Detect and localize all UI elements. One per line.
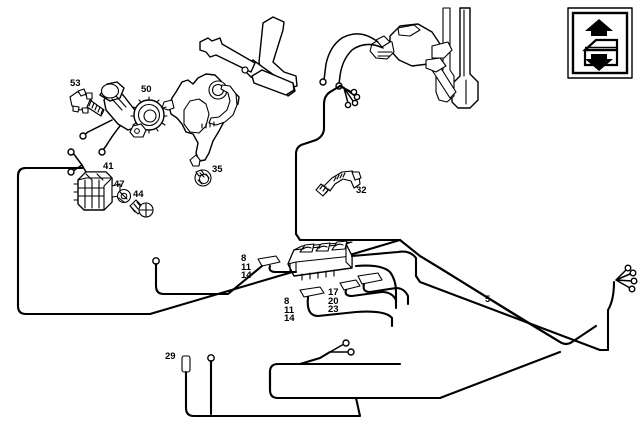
callout-29: 29	[165, 351, 176, 362]
seat-bracket-assembly	[161, 73, 240, 167]
seat-rail-motor-assembly	[319, 7, 479, 109]
seat-switch-panel	[287, 240, 353, 281]
wiring-harness-lower-loop	[192, 339, 562, 418]
callout-44: 47	[114, 179, 125, 190]
harness-branch-eyelet-lower	[207, 354, 215, 416]
callout-47: 50	[141, 84, 152, 95]
harness-branch-midleft	[152, 257, 264, 296]
wiring-harness-main-upper	[294, 84, 402, 242]
lock-washer	[116, 188, 132, 204]
callout-32: 32	[356, 185, 367, 196]
callout-35: 41	[103, 161, 114, 172]
callout-5: 5	[485, 294, 491, 305]
relay-connector-block	[73, 171, 121, 211]
grommet-nut	[194, 169, 212, 187]
seat-frame-crossmember	[199, 16, 298, 97]
terminal-blade-29	[181, 355, 262, 418]
seat-adjuster-motor-assembly	[79, 81, 168, 156]
callout-17-20-23: 17 20 23	[328, 287, 339, 315]
multi-wire-terminal-fanout-upper	[338, 84, 361, 109]
wiring-harness-bundle-right	[350, 250, 602, 352]
callout-8-11-14-upper: 8 11 14	[241, 253, 252, 281]
connector-plug-upper	[257, 255, 298, 274]
connector-socket-group	[339, 272, 398, 298]
seat-height-adjust-icon	[567, 7, 633, 79]
callout-53: 35	[212, 164, 223, 175]
multi-wire-terminal-fanout-right	[598, 264, 638, 352]
callout-41: 44	[133, 189, 144, 200]
callout-50: 53	[70, 78, 81, 89]
flexible-drive-shaft	[69, 88, 105, 117]
cable-clamp-strap	[315, 170, 362, 197]
callout-8-11-14-lower: 8 11 14	[284, 296, 295, 324]
screw	[129, 199, 154, 218]
wiring-harness-left-loop	[16, 148, 402, 316]
connector-plug-lower	[299, 286, 358, 318]
main-wiring-harness	[398, 238, 598, 346]
